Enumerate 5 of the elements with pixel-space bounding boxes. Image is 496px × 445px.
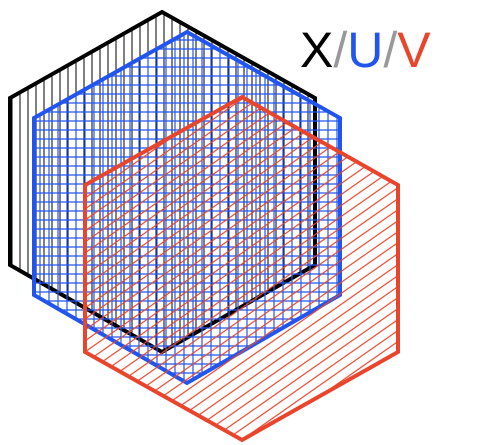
axis-letter: X (300, 22, 334, 78)
axis-letter: V (397, 22, 431, 78)
axis-letter: U (347, 22, 384, 78)
separator-slash: / (383, 22, 398, 78)
separator-slash: / (333, 22, 348, 78)
